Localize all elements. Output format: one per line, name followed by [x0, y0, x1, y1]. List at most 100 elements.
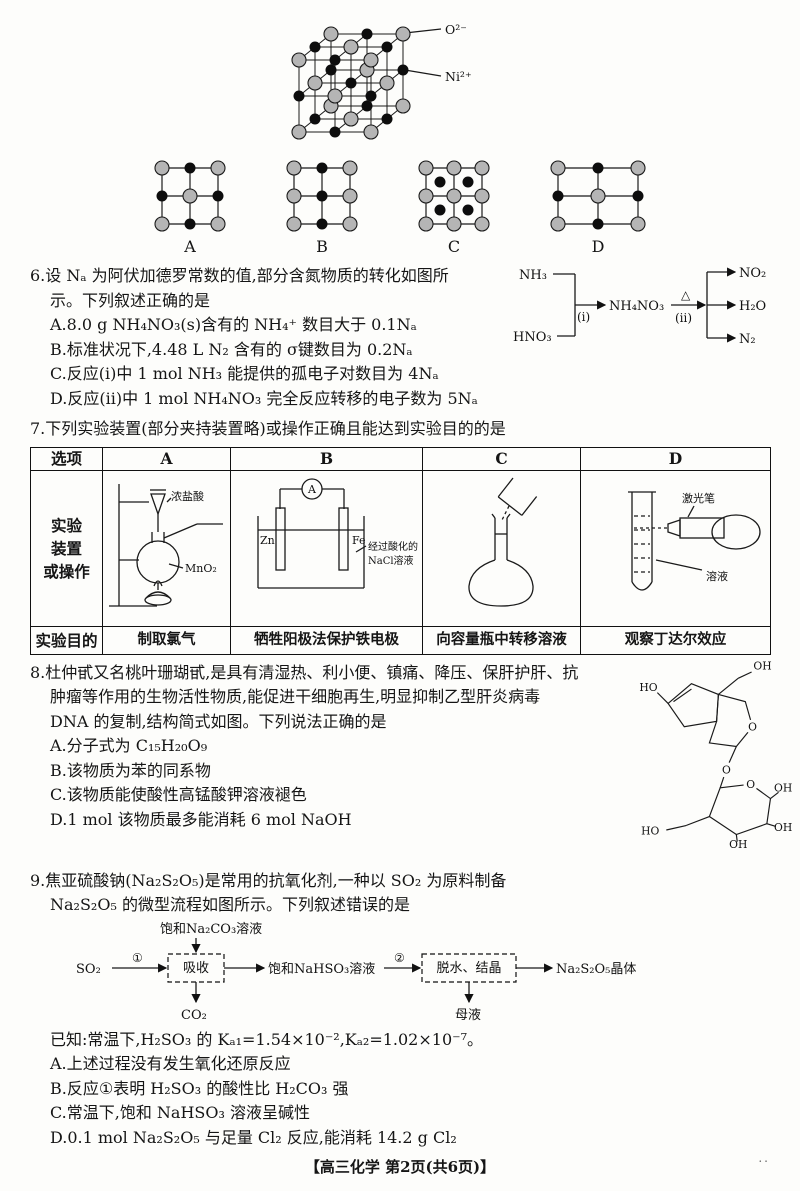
zn-label: Zn [260, 534, 275, 547]
stand-flask-lamp-drawing [108, 483, 223, 607]
volumetric-flask-apparatus [467, 477, 537, 607]
q7-col-header-b: B [230, 446, 423, 471]
o-label-sugar-ring: O [746, 777, 755, 790]
q6-option-b: B.标准状况下,4.48 L N₂ 含有的 σ键数目为 0.2Nₐ [50, 339, 413, 359]
q9-option-d: D.0.1 mol Na₂S₂O₅ 与足量 Cl₂ 反应,能消耗 14.2 g … [50, 1127, 457, 1147]
device-label-line2: 装置 [50, 538, 82, 558]
conc-hcl-label: 浓盐酸 [171, 489, 204, 503]
q9-option-c: C.常温下,饱和 NaHSO₃ 溶液呈碱性 [50, 1103, 311, 1122]
lattice-d-label: D [591, 237, 605, 256]
co2-label: CO₂ [181, 1008, 207, 1023]
q6-conversion-diagram: NH₃ HNO₃ (ⅰ) NH₄NO₃ △ (ⅱ) NO₂ H₂O N₂ [513, 266, 766, 347]
fe-label: Fe [352, 534, 366, 547]
device-label-line1: 实验 [50, 515, 82, 535]
q7-col-header-d: D [580, 446, 771, 471]
mno2-label: MnO₂ [185, 562, 217, 575]
nh3-label: NH₃ [519, 268, 547, 283]
delta-icon: △ [681, 288, 691, 302]
lattice-option-a: A [150, 156, 230, 256]
step-ii-label: (ⅱ) [675, 311, 692, 325]
q6-option-c: C.反应(ⅰ)中 1 mol NH₃ 能提供的孤电子对数目为 4Nₐ [50, 364, 439, 383]
nacl-solution-label-1: 经过酸化的 [368, 540, 418, 553]
footer-dots: .. [758, 1151, 770, 1165]
tyndall-effect-apparatus: 激光笔 溶液 [627, 490, 761, 591]
lattice-option-c: C [414, 156, 494, 256]
question-9: 9.焦亚硫酸钠(Na₂S₂O₅)是常用的抗氧化剂,一种以 SO₂ 为原料制备 N… [30, 869, 770, 1151]
q7-col-header-c: C [422, 446, 581, 471]
q7-purpose-row: 实验目的 制取氯气 牺牲阳极法保护铁电极 向容量瓶中转移溶液 观察丁达尔效应 [30, 626, 771, 655]
na2co3-label: 饱和Na₂CO₃溶液 [160, 922, 262, 937]
q7-purpose-c: 向容量瓶中转移溶液 [422, 626, 581, 655]
o-ion-label: O²⁻ [445, 22, 467, 37]
question-6: 6.设 Nₐ 为阿伏加德罗常数的值,部分含氮物质的转化如图所 示。下列叙述正确的… [30, 264, 770, 411]
absorb-label: 吸收 [183, 961, 209, 976]
laser-pen-label: 激光笔 [682, 491, 715, 505]
crystallization-box [421, 952, 517, 983]
lattice-c-figure [418, 160, 490, 232]
nacl-solution-label-2: NaCl溶液 [368, 554, 414, 567]
mother-liquor-label: 母液 [455, 1008, 481, 1023]
step-2-label: ② [394, 951, 405, 965]
q8-stem-line-2: 肿瘤等作用的生物活性物质,能促进干细胞再生,明显抑制乙型肝炎病毒 [50, 687, 541, 706]
ni-ion-label: Ni²⁺ [445, 69, 472, 84]
q8-option-a: A.分子式为 C₁₅H₂₀O₉ [50, 736, 208, 755]
oh-label-bottom: OH [729, 837, 747, 848]
ho-label-left: HO [639, 680, 657, 693]
q8-option-d: D.1 mol 该物质最多能消耗 6 mol NaOH [50, 809, 352, 829]
solution-label: 溶液 [706, 569, 728, 583]
q7-table: 选项 A B C D 实验 装置 或操作 [30, 446, 771, 655]
lattice-a-label: A [184, 237, 196, 256]
question-8: 8.杜仲甙又名桃叶珊瑚甙,是具有清湿热、利小便、镇痛、降压、保肝护肝、抗 肿瘤等… [30, 659, 792, 863]
oh-label-right-2: OH [774, 820, 792, 833]
q6-stem-line-1: 6.设 Nₐ 为阿伏加德罗常数的值,部分含氮物质的转化如图所 [30, 266, 449, 285]
absorption-box [167, 952, 225, 983]
o-label-ring: O [748, 720, 757, 733]
q7-apparatus-d-cell: 激光笔 溶液 [580, 469, 771, 627]
ammeter-label: A [307, 483, 317, 496]
lattice-d-figure [550, 160, 646, 232]
lattice-options-row: A B C D [0, 156, 800, 256]
q7-apparatus-b-cell: A Zn Fe 经过酸化的 NaCl溶液 [230, 469, 423, 627]
q8-option-b: B.该物质为苯的同系物 [50, 760, 211, 780]
q9-stem-line-2: Na₂S₂O₅ 的微型流程如图所示。下列叙述错误的是 [50, 895, 410, 914]
q7-purpose-d: 观察丁达尔效应 [580, 626, 771, 655]
q9-option-b: B.反应①表明 H₂SO₃ 的酸性比 H₂CO₃ 强 [50, 1078, 349, 1098]
q9-option-a: A.上述过程没有发生氧化还原反应 [50, 1054, 291, 1073]
step-i-label: (ⅰ) [577, 310, 590, 324]
o-label-glycosidic: O [722, 763, 731, 776]
q7-header-row: 选项 A B C D [30, 446, 771, 471]
q7-apparatus-c-cell [422, 469, 581, 627]
q8-molecular-structure: OH HO O O O OH OH OH HO [639, 659, 792, 849]
dehydrate-label: 脱水、结晶 [436, 961, 501, 976]
device-label-line3: 或操作 [43, 561, 90, 581]
q8-option-c: C.该物质能使酸性高锰酸钾溶液褪色 [50, 785, 307, 804]
q9-known-line: 已知:常温下,H₂SO₃ 的 Kₐ₁=1.54×10⁻²,Kₐ₂=1.02×10… [50, 1029, 483, 1049]
gas-generator-apparatus: 浓盐酸 MnO₂ [108, 483, 223, 607]
test-tube-laser-drawing [627, 490, 761, 591]
step-1-label: ① [132, 951, 143, 965]
lattice-option-b: B [282, 156, 362, 256]
cell-drawing [256, 477, 366, 589]
n2-label: N₂ [739, 332, 756, 347]
footer-text: 【高三化学 第2页(共6页)】 [304, 1158, 496, 1176]
ho-label-bottom-left: HO [641, 824, 659, 837]
q9-flow-diagram: 饱和Na₂CO₃溶液 SO₂ ① 吸收 饱和NaHSO₃溶液 ② 脱水、结晶 N… [76, 922, 636, 1023]
question-7: 7.下列实验装置(部分夹持装置略)或操作正确且能达到实验目的的是 选项 A B … [30, 417, 771, 655]
q8-stem-line-3: DNA 的复制,结构简式如图。下列说法正确的是 [50, 711, 387, 731]
lattice-c-label: C [447, 237, 461, 256]
no2-label: NO₂ [739, 266, 766, 281]
q7-device-row-label: 实验 装置 或操作 [30, 469, 103, 627]
lattice-b-label: B [316, 237, 328, 256]
h2o-label: H₂O [739, 299, 766, 314]
q6-option-a: A.8.0 g NH₄NO₃(s)含有的 NH₄⁺ 数目大于 0.1Nₐ [50, 315, 417, 334]
structure-bonds [656, 670, 779, 842]
q7-col-header-a: A [102, 446, 231, 471]
lattice-b-figure [286, 160, 358, 232]
crystal-figure: O²⁻ Ni²⁺ A B C D [0, 20, 800, 256]
nh4no3-label: NH₄NO₃ [609, 299, 664, 314]
flask-transfer-drawing [467, 477, 537, 607]
q6-option-d: D.反应(ⅱ)中 1 mol NH₄NO₃ 完全反应转移的电子数为 5Nₐ [50, 388, 478, 408]
q6-diagram-lines [553, 267, 737, 343]
q7-purpose-row-label: 实验目的 [30, 626, 103, 655]
q7-apparatus-row: 实验 装置 或操作 [30, 469, 771, 627]
